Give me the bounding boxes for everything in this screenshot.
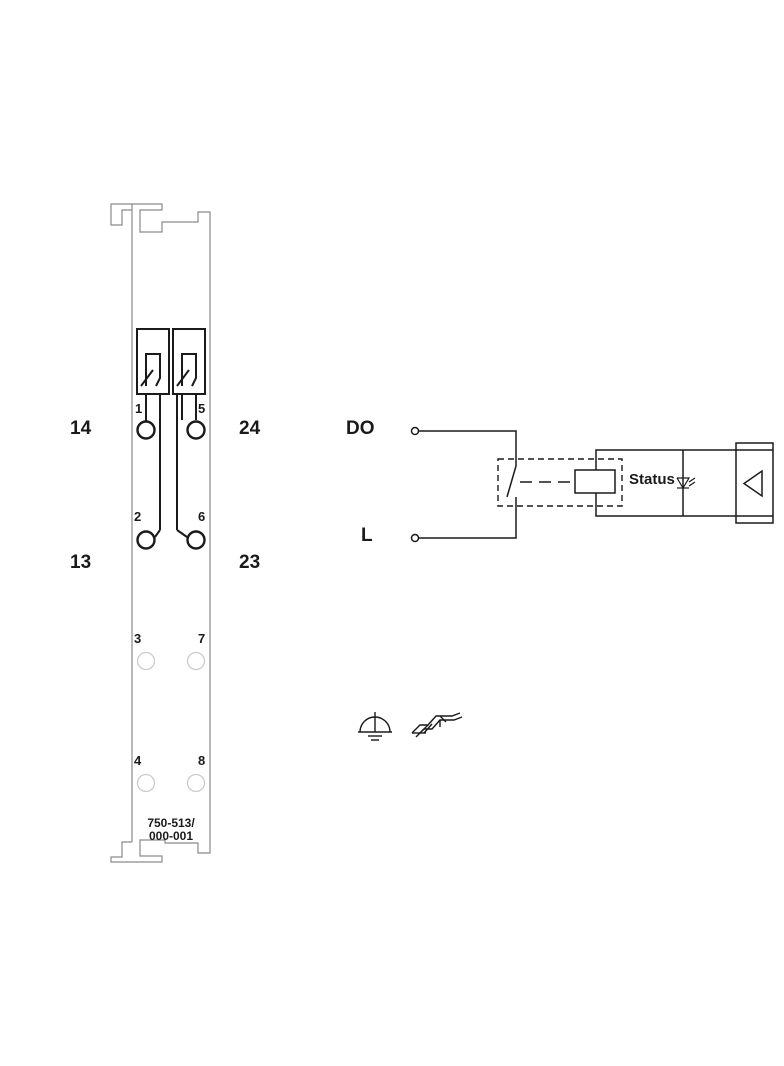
relay-dashed-enclosure [497,458,623,507]
l-terminal [410,533,420,543]
pin-label-4: 4 [134,753,142,768]
terminal-6 [186,530,206,550]
pin-label-1: 1 [135,401,142,416]
ground-icon [358,712,392,741]
relay-contact-box-1 [136,328,170,395]
pin-label-8: 8 [198,753,205,768]
din-rail-icon [411,712,463,738]
terminal-label-14: 14 [70,418,92,439]
relay-contact-box-2 [172,328,206,395]
terminal-label-13: 13 [70,552,91,573]
schematic-label-l: L [361,525,373,546]
terminal-8 [186,773,206,793]
pin-label-7: 7 [198,631,205,646]
pin-label-3: 3 [134,631,141,646]
part-number-line-2: 000-001 [149,829,193,843]
status-led-icon [676,477,696,490]
pin-label-2: 2 [134,509,141,524]
terminal-3 [136,651,156,671]
terminal-1 [136,420,156,440]
terminal-4 [136,773,156,793]
module-body [110,203,211,863]
status-label: Status [629,471,675,488]
schematic: DO L [346,418,774,546]
pin-label-6: 6 [198,509,205,524]
part-number-line-1: 750-513/ [147,816,195,830]
terminal-label-23: 23 [239,552,260,573]
terminal-7 [186,651,206,671]
output-triangle-icon [742,469,763,498]
relay-coil [574,469,616,494]
relay-contacts [136,328,206,538]
terminal-5 [186,420,206,440]
do-terminal [410,426,420,436]
pin-label-5: 5 [198,401,205,416]
output-module-box [735,442,774,524]
schematic-label-do: DO [346,418,375,439]
terminal-label-24: 24 [239,418,261,439]
terminal-2 [136,530,156,550]
